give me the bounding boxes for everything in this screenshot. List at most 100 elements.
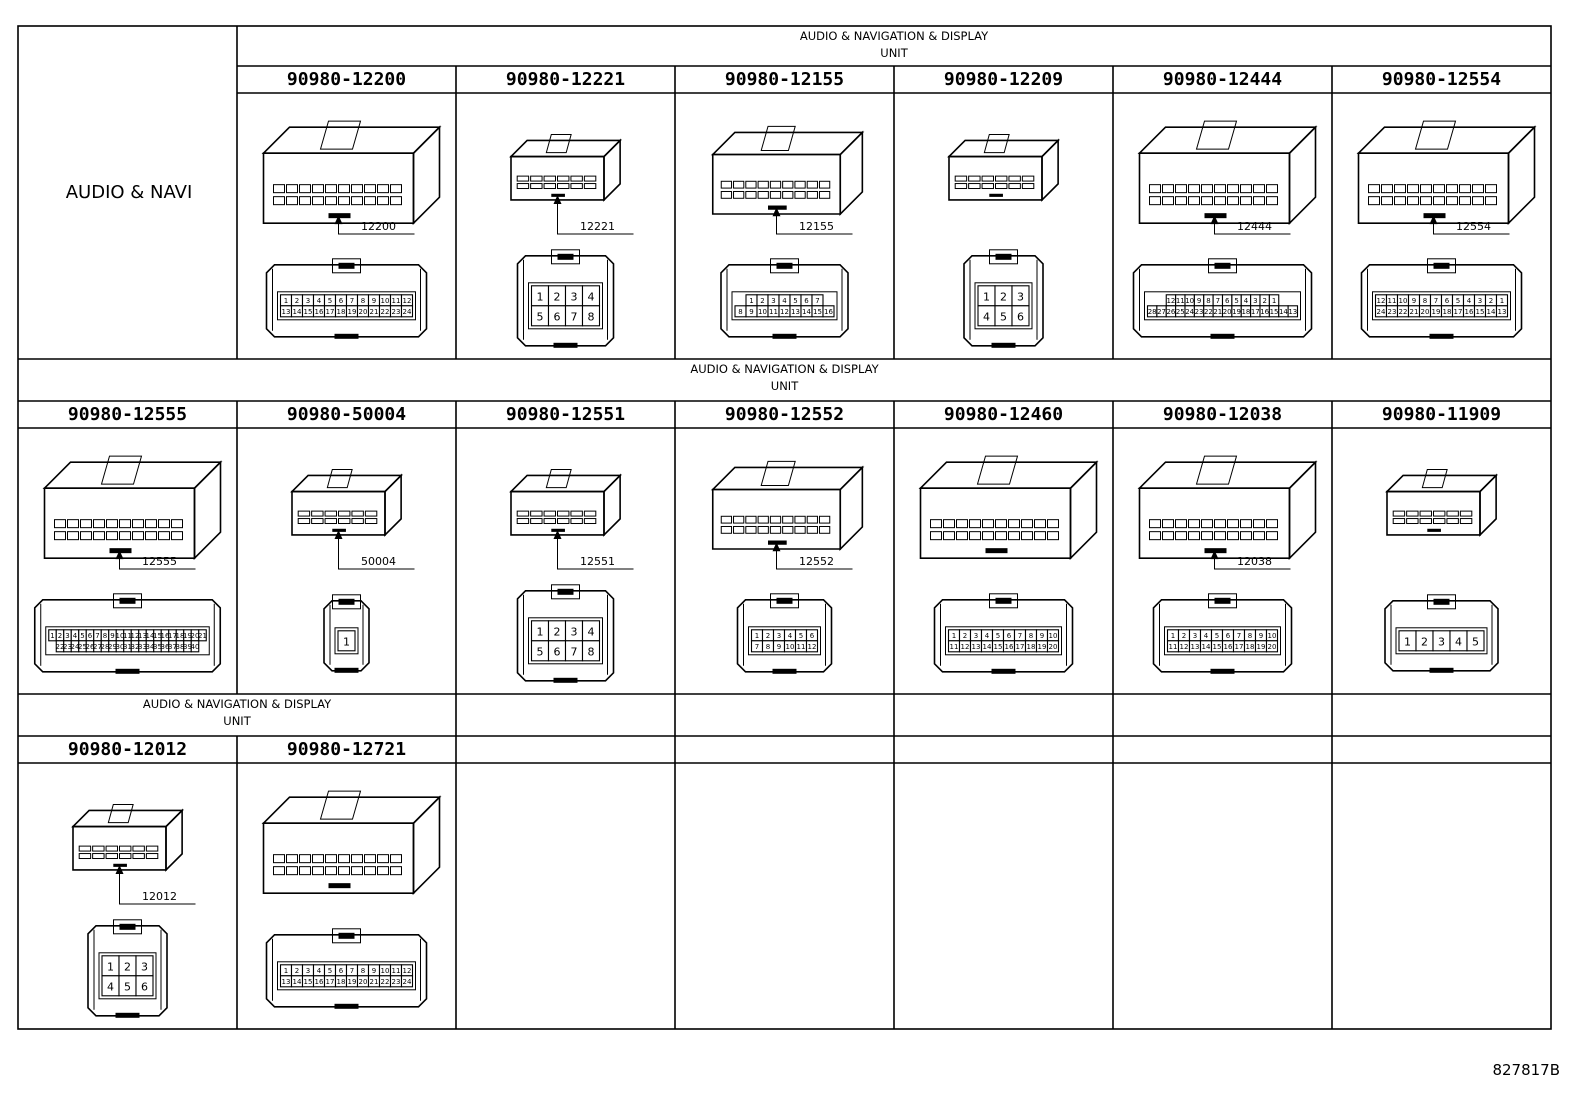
part-number: 90980-12200 (287, 69, 406, 90)
pin-number: 3 (1438, 635, 1445, 648)
terminal-cavity (794, 190, 806, 199)
pin-number: 14 (293, 308, 302, 316)
pin-number: 22 (56, 643, 65, 651)
terminal-cavity (1227, 531, 1239, 541)
leader-line (557, 195, 634, 235)
pin-number: 8 (1248, 632, 1252, 640)
part-number: 90980-12209 (944, 69, 1063, 90)
housing-outline (720, 264, 849, 338)
bottom-latch (115, 1012, 140, 1018)
pin-number: 2 (760, 297, 764, 305)
pin-frame (1372, 291, 1511, 321)
terminal-cavity (390, 184, 402, 194)
pin-number: 16 (315, 978, 324, 986)
lock-tab (770, 593, 799, 609)
part-number: 90980-12552 (725, 404, 844, 425)
pin-number: 10 (786, 643, 795, 651)
pin-number: 10 (758, 308, 767, 316)
terminal-cavity (530, 183, 543, 190)
terminal-cavity (1240, 196, 1252, 206)
latch (976, 455, 1019, 485)
pin-number: 5 (1215, 632, 1219, 640)
terminal-cavity (1420, 184, 1432, 194)
terminal-cavity (390, 854, 402, 864)
terminal-cavity (1266, 196, 1278, 206)
housing-side (1288, 125, 1317, 226)
terminal-cavity (733, 190, 745, 199)
pin-number: 26 (1166, 308, 1175, 316)
pin-number: 4 (782, 297, 787, 305)
connector-isometric-view (1137, 455, 1318, 561)
pin-number: 12 (780, 308, 789, 316)
housing-side (839, 465, 864, 551)
pin-number: 16 (824, 308, 833, 316)
bottom-latch (115, 668, 140, 674)
terminal-cavity (1021, 519, 1033, 529)
terminal-cavity (286, 854, 298, 864)
terminal-cavity (93, 531, 105, 541)
terminal-cavity (543, 510, 556, 517)
terminal-cavity (1392, 510, 1406, 517)
pin-number: 16 (1260, 308, 1269, 316)
terminal-cavity (1214, 531, 1226, 541)
terminal-cavity (1047, 531, 1059, 541)
terminal-cavity (943, 519, 955, 529)
pin-number: 3 (306, 967, 310, 975)
terminal-cavity (312, 854, 324, 864)
terminal-cavity (158, 519, 170, 529)
pin-number: 5 (80, 632, 84, 640)
pin-number: 19 (1038, 643, 1047, 651)
terminal-cavity (1149, 184, 1161, 194)
terminal-cavity (145, 853, 159, 860)
part-marking (1204, 213, 1227, 219)
pin-frame (945, 626, 1062, 656)
connector-isometric-view (261, 120, 442, 226)
pin-number: 3 (1478, 297, 1482, 305)
connector-isometric-view (710, 125, 865, 216)
pin-number: 3 (1193, 632, 1197, 640)
pin-number: 13 (138, 632, 147, 640)
housing-outline (265, 264, 428, 338)
terminal-cavity (930, 531, 942, 541)
pin-number: 5 (799, 632, 803, 640)
latch (983, 133, 1010, 154)
latch (760, 125, 796, 152)
pin-number: 21 (1213, 308, 1222, 316)
terminal-cavity (312, 184, 324, 194)
terminal-cavity (782, 190, 794, 199)
leader-line (338, 530, 415, 570)
terminal-cavity (745, 515, 757, 524)
pin-number: 17 (326, 978, 335, 986)
terminal-cavity (1214, 519, 1226, 529)
terminal-cavity (351, 510, 364, 517)
terminal-cavity (1162, 184, 1174, 194)
terminal-cavity (1149, 531, 1161, 541)
pin-number: 8 (1206, 297, 1210, 305)
connector-front-view: 1 (323, 594, 370, 673)
terminal-cavity (968, 183, 981, 190)
pin-number: 27 (93, 643, 102, 651)
pin-number: 2 (1421, 635, 1428, 648)
terminal-cavity (995, 531, 1007, 541)
pin-number: 30 (116, 643, 125, 651)
latch (107, 803, 134, 824)
housing-outline (1384, 600, 1499, 672)
pin-cell (1495, 305, 1509, 318)
pin-number: 9 (1040, 632, 1044, 640)
terminal-cavity (273, 196, 285, 206)
terminal-cavity (1406, 518, 1419, 525)
terminal-cavity (1008, 183, 1021, 190)
terminal-cavity (119, 531, 131, 541)
terminal-cavity (171, 531, 183, 541)
pin-number: 3 (1017, 290, 1024, 303)
terminal-cavity (273, 854, 285, 864)
terminal-cavity (158, 531, 170, 541)
pin-number: 20 (1268, 643, 1277, 651)
lock-tab-slot (776, 597, 793, 604)
terminal-cavity (516, 518, 530, 525)
pin-number: 36 (161, 643, 170, 651)
